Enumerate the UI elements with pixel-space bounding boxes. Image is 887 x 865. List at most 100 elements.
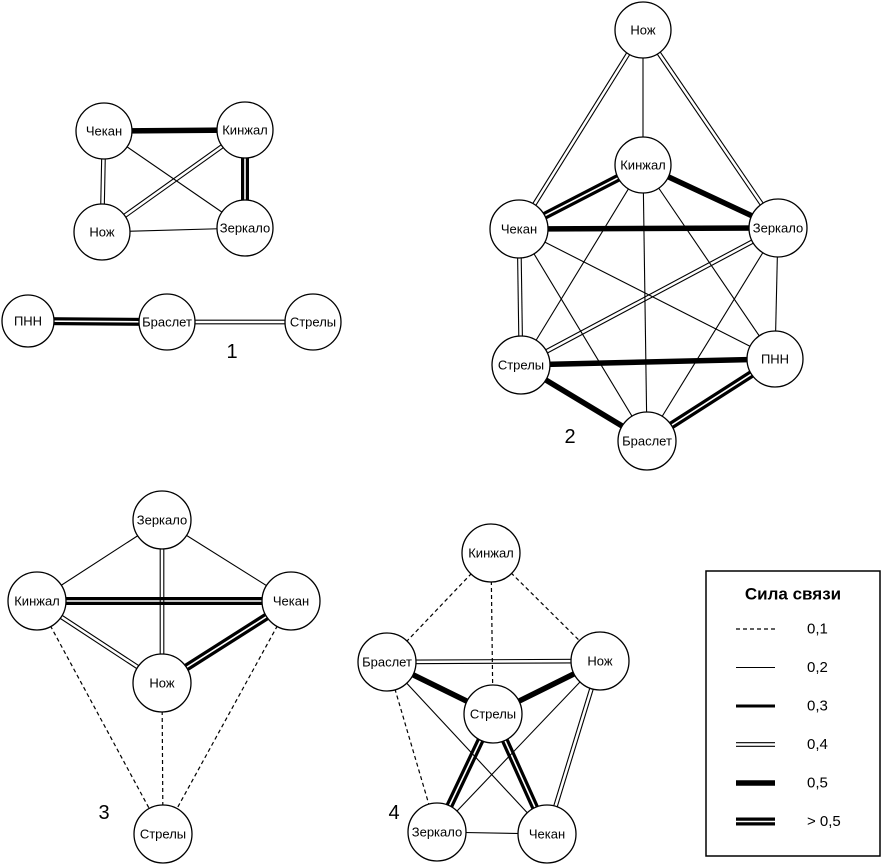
node: Чекан	[489, 199, 549, 259]
node-circle	[489, 199, 549, 259]
edge	[519, 225, 780, 368]
edge-stroke	[162, 600, 292, 835]
edge-stroke	[436, 660, 601, 833]
node: ПНН	[1, 294, 55, 348]
edge	[517, 28, 645, 231]
node: Зеркало	[748, 198, 808, 258]
node-label: Нож	[89, 225, 114, 240]
node-label: Стрелы	[140, 827, 186, 842]
graph-2-edges	[516, 28, 780, 445]
panel-number: 4	[388, 802, 399, 824]
node-label: Зеркало	[412, 825, 462, 840]
node-circle	[461, 523, 521, 583]
edge-stroke	[100, 128, 245, 231]
node: Браслет	[617, 411, 677, 471]
node-circle	[132, 653, 192, 713]
edge-stroke	[544, 660, 599, 834]
node: Кинжал	[7, 571, 67, 631]
node: Кинжал	[216, 101, 274, 159]
legend-item: 0,1	[736, 621, 828, 638]
node-label: Стрелы	[498, 358, 544, 373]
node: Чекан	[517, 804, 577, 864]
edge	[36, 600, 164, 835]
node-label: Нож	[149, 676, 174, 691]
node: Чекан	[75, 102, 133, 160]
legend-item-label: 0,2	[807, 659, 828, 676]
node-label: ПНН	[14, 314, 42, 329]
node-label: Чекан	[273, 594, 309, 609]
node-circle	[216, 101, 274, 159]
node-label: Кинжал	[620, 158, 666, 173]
panel-number: 3	[98, 802, 109, 824]
node-circle	[570, 631, 630, 691]
node: Стрелы	[284, 293, 342, 351]
legend-item: > 0,5	[736, 813, 841, 830]
node: Стрелы	[463, 684, 523, 744]
node-circle	[138, 293, 196, 351]
edge-stroke	[641, 30, 777, 230]
node: Зеркало	[216, 199, 274, 257]
legend: Сила связи 0,10,20,30,40,5> 0,5	[705, 570, 881, 857]
edge-stroke	[386, 661, 548, 835]
edge	[100, 128, 247, 234]
node-circle	[407, 802, 467, 862]
node: Нож	[132, 653, 192, 713]
node-circle	[491, 335, 551, 395]
edge-stroke	[644, 28, 780, 228]
edge-stroke	[518, 225, 779, 232]
legend-item: 0,2	[736, 659, 828, 676]
legend-item-label: 0,3	[807, 698, 828, 715]
legend-item-label: 0,5	[807, 775, 828, 792]
node-circle	[614, 136, 672, 194]
node-label: Чекан	[501, 222, 537, 237]
legend-items: 0,1 0,2 0,3 0,4 0,5 > 0,5	[736, 621, 841, 830]
node: Браслет	[138, 293, 196, 351]
edge-stroke	[518, 228, 776, 360]
edge	[436, 660, 601, 833]
edge-stroke	[36, 600, 164, 835]
edge	[641, 28, 780, 230]
edge-stroke	[520, 164, 644, 366]
node-circle	[7, 571, 67, 631]
edge	[520, 356, 776, 368]
edge-stroke	[386, 658, 600, 661]
edge-stroke	[642, 164, 776, 360]
edge-stroke	[646, 227, 779, 442]
legend-swatch	[736, 742, 775, 747]
node: Нож	[73, 203, 131, 261]
edge-stroke	[521, 229, 780, 368]
panel-number: 1	[226, 341, 237, 363]
node: Нож	[570, 631, 630, 691]
legend-item-label: 0,4	[807, 736, 828, 753]
edge	[518, 228, 776, 360]
node-label: Браслет	[622, 434, 672, 449]
node-circle	[132, 490, 192, 550]
node-circle	[261, 571, 321, 631]
edge	[646, 227, 779, 442]
legend-item: 0,4	[736, 736, 828, 753]
node-label: Кинжал	[468, 546, 514, 561]
edge	[162, 600, 292, 835]
node-label: ПНН	[761, 352, 789, 367]
node: Кинжал	[614, 136, 672, 194]
edge	[518, 228, 648, 442]
node-circle	[284, 293, 342, 351]
node-circle	[357, 632, 417, 692]
edge-stroke	[102, 131, 247, 234]
edge	[386, 658, 601, 665]
node-circle	[463, 684, 523, 744]
edge	[386, 661, 548, 835]
legend-frame	[705, 570, 881, 857]
edge-stroke	[642, 164, 648, 442]
node-circle	[746, 330, 804, 388]
node-label: Нож	[587, 654, 612, 669]
node: Кинжал	[461, 523, 521, 583]
edge	[520, 164, 644, 366]
node: Зеркало	[407, 802, 467, 862]
